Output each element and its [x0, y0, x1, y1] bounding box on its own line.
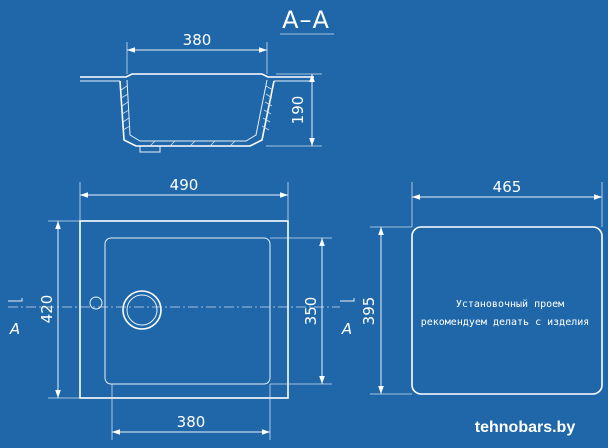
bowl-outer-wall — [119, 80, 275, 147]
cutout-width-label: 465 — [493, 178, 522, 196]
outer-height-label: 420 — [38, 295, 56, 324]
cutout-outline — [411, 226, 603, 395]
section-marker-left-arrow — [8, 298, 23, 302]
outer-width-label: 490 — [170, 176, 199, 194]
bowl-height-label: 350 — [302, 297, 320, 326]
bowl-width-label: 380 — [177, 413, 206, 431]
cutout-view: Установочный проем рекомендуем делать с … — [360, 178, 603, 395]
section-view: 380 190 — [80, 31, 322, 153]
section-marker-right: А — [341, 320, 352, 338]
cutout-note-line1: Установочный проем — [456, 298, 564, 310]
section-title: А–А — [282, 6, 330, 34]
top-view: А А 490 420 350 380 — [8, 176, 355, 440]
bowl-inner-wall — [126, 79, 268, 142]
sink-rim-top — [80, 73, 314, 78]
drain-outer — [122, 290, 162, 330]
drain-inner — [126, 294, 158, 326]
wall-hatching — [120, 85, 274, 147]
drain-stub — [139, 146, 161, 153]
section-depth-label: 190 — [289, 96, 307, 125]
watermark: tehnobars.by — [475, 419, 576, 436]
section-marker-right-arrow — [340, 298, 355, 302]
faucet-hole — [89, 296, 103, 310]
sink-outline — [79, 220, 289, 399]
cutout-height-label: 395 — [360, 297, 378, 326]
section-width-label: 380 — [183, 31, 212, 49]
bowl-outline — [104, 237, 271, 385]
section-marker-left: А — [9, 320, 20, 338]
cutout-note-line2: рекомендуем делать с изделия — [421, 317, 590, 328]
